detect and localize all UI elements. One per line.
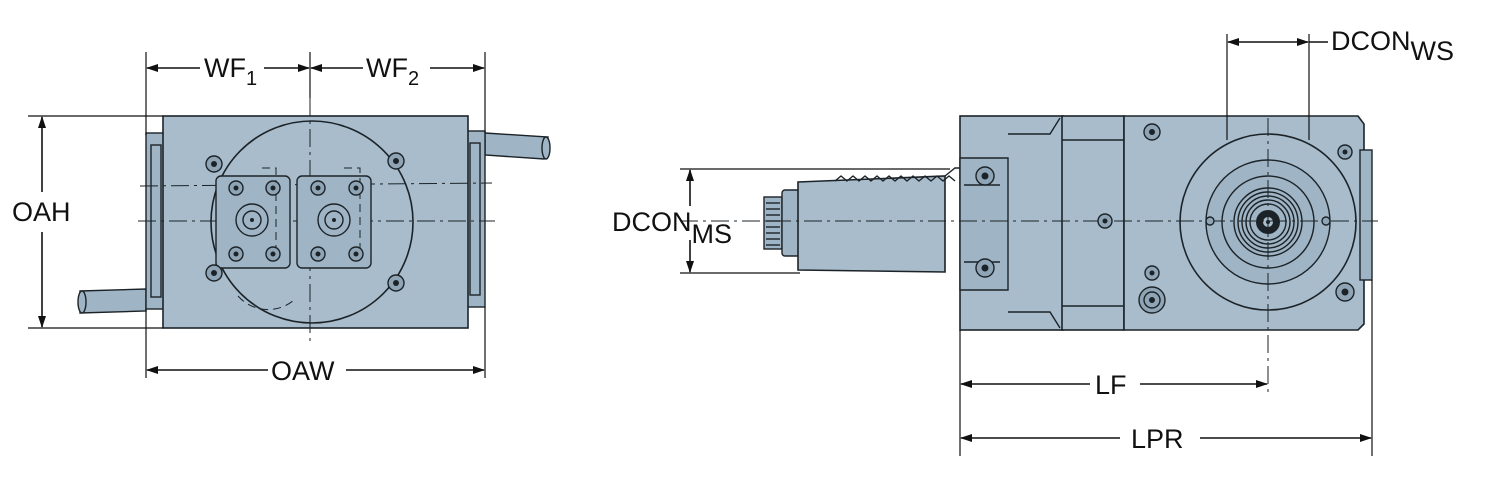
clamp-wedge bbox=[959, 157, 1009, 291]
drive-spline bbox=[763, 196, 783, 250]
front-view bbox=[77, 98, 551, 345]
middle-block bbox=[1061, 115, 1125, 331]
side-view bbox=[680, 115, 1378, 392]
coolant-pipe-right-end bbox=[541, 136, 551, 160]
wf1-label: WF1 bbox=[204, 53, 257, 90]
side-dimensions bbox=[680, 34, 1373, 456]
coolant-pipe-right bbox=[484, 132, 549, 160]
front-bolts bbox=[205, 152, 405, 292]
oah-label: OAH bbox=[12, 197, 71, 227]
lpr-label: LPR bbox=[1131, 424, 1184, 454]
wf2-label: WF2 bbox=[366, 53, 419, 90]
lf-label: LF bbox=[1095, 370, 1127, 400]
front-dimensions bbox=[28, 52, 486, 378]
dcon-ms-label: DCONMS bbox=[612, 207, 732, 249]
oaw-label: OAW bbox=[271, 356, 335, 386]
turret-lower-arc bbox=[237, 295, 295, 311]
side-bolts bbox=[975, 123, 1355, 314]
right-flange-rim bbox=[469, 142, 481, 296]
head-side-plate bbox=[1359, 149, 1373, 281]
bore-1-inner bbox=[242, 210, 262, 230]
dcon-ws-label: DCONWS bbox=[1331, 26, 1454, 66]
bore-2-inner bbox=[324, 210, 344, 230]
shank-teeth bbox=[834, 175, 956, 182]
coolant-pipe-left bbox=[79, 288, 147, 314]
coolant-pipe-left-end bbox=[77, 290, 87, 314]
shank bbox=[797, 175, 946, 273]
